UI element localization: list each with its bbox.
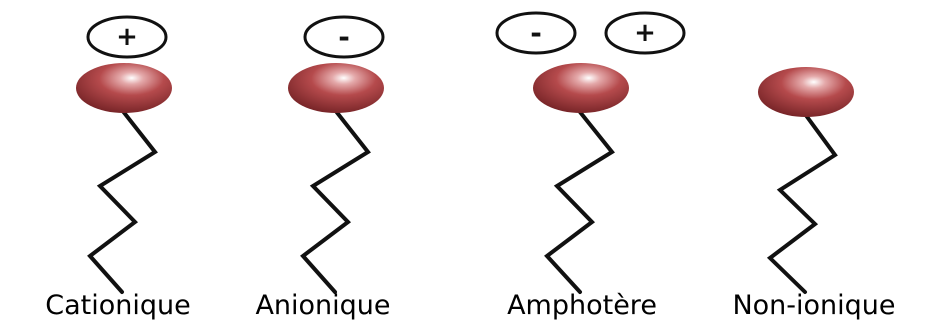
anionic-label: Anionique bbox=[255, 289, 390, 323]
positive-charge-icon: + bbox=[88, 17, 166, 57]
hydrophilic-head-icon bbox=[288, 63, 384, 113]
svg-text:-: - bbox=[530, 17, 542, 50]
positive-charge-icon: + bbox=[606, 13, 684, 53]
cationic-molecule: + bbox=[76, 17, 172, 292]
negative-charge-icon: - bbox=[497, 13, 575, 53]
hydrophilic-head-icon bbox=[76, 63, 172, 113]
amphoteric-molecule: - + bbox=[497, 13, 684, 292]
negative-charge-icon: - bbox=[305, 17, 383, 57]
hydrophilic-head-icon bbox=[758, 67, 854, 117]
zigzag-tail-icon bbox=[547, 112, 612, 292]
nonionic-label: Non-ionique bbox=[732, 289, 895, 323]
zigzag-tail-icon bbox=[770, 114, 835, 292]
hydrophilic-head-icon bbox=[533, 63, 629, 113]
cationic-label: Cationique bbox=[45, 289, 190, 323]
nonionic-molecule bbox=[758, 67, 854, 292]
svg-text:-: - bbox=[338, 21, 350, 54]
zigzag-tail-icon bbox=[303, 110, 368, 292]
zigzag-tail-icon bbox=[90, 110, 155, 292]
svg-text:+: + bbox=[116, 22, 138, 52]
amphoteric-label: Amphotère bbox=[507, 289, 657, 323]
anionic-molecule: - bbox=[288, 17, 384, 292]
svg-text:+: + bbox=[634, 18, 656, 48]
